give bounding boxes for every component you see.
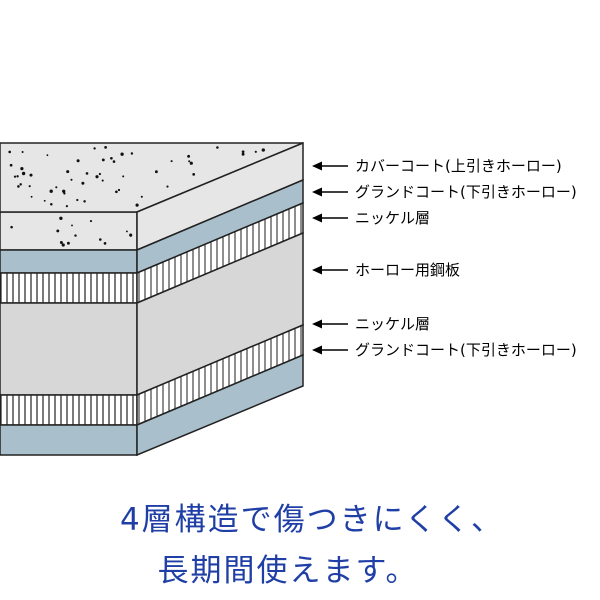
texture-dot <box>98 172 102 176</box>
texture-dot <box>13 175 17 178</box>
texture-dot <box>74 234 77 237</box>
texture-dot <box>81 181 85 185</box>
texture-dot <box>101 179 104 182</box>
texture-dot <box>125 230 128 233</box>
texture-dot <box>187 154 191 158</box>
layer-callouts: カバーコート(上引きホーロー) グランドコート(下引きホーロー) ニッケル層 ホ… <box>312 157 577 359</box>
texture-dot <box>112 160 116 163</box>
texture-dot <box>254 150 257 153</box>
texture-dot <box>59 216 63 220</box>
front-steel-plate <box>0 302 138 396</box>
texture-dot <box>140 195 143 198</box>
texture-dot <box>21 150 24 154</box>
texture-dot <box>95 175 99 179</box>
texture-dot <box>83 200 86 203</box>
texture-dot <box>216 146 219 149</box>
texture-dot <box>49 189 53 193</box>
cover-texture-dots <box>8 146 265 247</box>
texture-dot <box>66 241 70 245</box>
texture-dot <box>101 158 105 162</box>
texture-dot <box>117 188 121 192</box>
layer-label-ground-coat-bottom: グランドコート(下引きホーロー) <box>355 341 577 359</box>
texture-dot <box>71 224 73 227</box>
arrow-left-icon <box>312 187 322 197</box>
texture-dot <box>65 205 68 208</box>
texture-dot <box>188 160 191 163</box>
texture-dot <box>189 161 193 165</box>
texture-dot <box>19 183 22 186</box>
texture-dot <box>135 203 139 207</box>
texture-dot <box>8 150 12 154</box>
texture-dot <box>43 199 46 202</box>
texture-dot <box>10 225 13 229</box>
caption-line-2: 長期間使えます。 <box>157 553 419 589</box>
callout-ground-coat-bottom: グランドコート(下引きホーロー) <box>312 341 577 359</box>
texture-dot <box>85 172 89 175</box>
texture-dot <box>241 152 245 156</box>
texture-dot <box>59 241 63 244</box>
texture-dot <box>120 152 124 156</box>
arrow-left-icon <box>312 213 322 223</box>
arrow-left-icon <box>312 319 322 329</box>
arrow-left-icon <box>312 161 322 171</box>
texture-dot <box>55 186 58 189</box>
front-ground-coat-bottom <box>0 424 138 456</box>
texture-dot <box>93 147 96 150</box>
texture-dot <box>89 220 93 223</box>
front-nickel-layer-top <box>0 272 138 304</box>
layer-label-steel-plate: ホーロー用鋼板 <box>355 261 460 279</box>
texture-dot <box>21 171 26 176</box>
side-ground-coat-bottom <box>136 353 304 457</box>
texture-dot <box>29 173 33 177</box>
texture-dot <box>192 173 196 176</box>
side-face <box>136 141 304 457</box>
arrow-left-icon <box>312 265 322 275</box>
texture-dot <box>166 185 169 188</box>
front-face <box>0 211 138 456</box>
texture-dot <box>9 163 13 167</box>
texture-dot <box>261 148 265 152</box>
texture-dot <box>20 167 24 171</box>
layer-label-ground-coat-top: グランドコート(下引きホーロー) <box>355 183 577 201</box>
caption-line-1: 4層構造で傷つきにくく、 <box>119 502 505 538</box>
callout-steel-plate: ホーロー用鋼板 <box>312 261 460 279</box>
arrow-left-icon <box>312 345 322 355</box>
texture-dot <box>241 150 245 154</box>
layer-label-nickel-layer-bottom: ニッケル層 <box>355 315 430 333</box>
texture-dot <box>46 154 49 157</box>
callout-cover-coat: カバーコート(上引きホーロー) <box>312 157 562 175</box>
callout-ground-coat-top: グランドコート(下引きホーロー) <box>312 183 577 201</box>
texture-dot <box>62 189 66 193</box>
texture-dot <box>50 203 53 206</box>
texture-dot <box>154 170 158 174</box>
texture-dot <box>129 234 132 237</box>
texture-dot <box>30 195 33 198</box>
front-nickel-layer-bottom <box>0 394 138 426</box>
layer-label-nickel-layer-top: ニッケル層 <box>355 209 430 227</box>
texture-dot <box>16 175 19 178</box>
callout-nickel-layer-top: ニッケル層 <box>312 209 430 227</box>
texture-dot <box>28 185 31 188</box>
texture-dot <box>122 175 125 178</box>
callout-nickel-layer-bottom: ニッケル層 <box>312 315 430 333</box>
texture-dot <box>76 159 80 163</box>
texture-dot <box>17 185 20 188</box>
texture-dot <box>70 178 73 181</box>
texture-dot <box>66 170 70 174</box>
front-ground-coat-top <box>0 249 138 274</box>
layer-label-cover-coat: カバーコート(上引きホーロー) <box>355 157 562 175</box>
texture-dot <box>170 160 173 163</box>
texture-dot <box>99 238 102 241</box>
texture-dot <box>103 242 107 245</box>
texture-dot <box>110 156 113 160</box>
texture-dot <box>130 152 134 155</box>
texture-dot <box>61 243 65 247</box>
texture-dot <box>115 190 118 194</box>
texture-dot <box>76 198 79 202</box>
texture-dot <box>104 146 107 149</box>
texture-dot <box>56 229 60 233</box>
